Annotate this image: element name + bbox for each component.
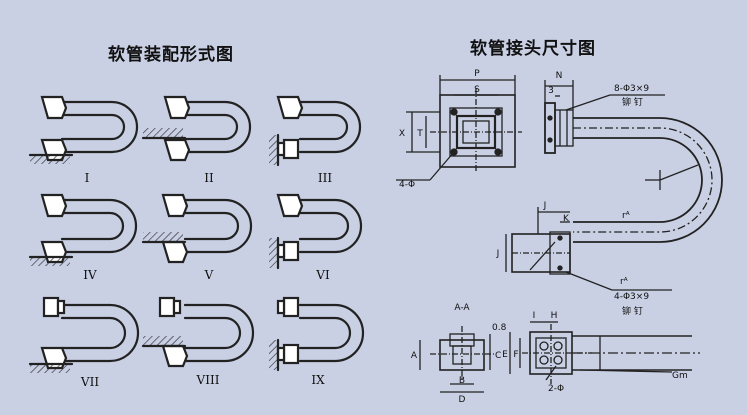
form-label-1: I (85, 171, 90, 185)
dim-e: E (502, 350, 508, 360)
form-label-8: VIII (196, 373, 220, 387)
hose-side-view (505, 80, 723, 291)
dim-s: S (474, 85, 480, 95)
assembly-form-6 (269, 193, 363, 270)
label-radius-1: rᴬ (622, 211, 630, 221)
dim-c: C (495, 351, 501, 361)
dim-holes4: 4-Φ (399, 180, 415, 190)
label-radius-2: rᴬ (620, 277, 628, 287)
flange-front-view (396, 75, 522, 181)
assembly-form-4 (28, 193, 138, 266)
form-label-5: V (204, 268, 214, 282)
dim-t: T (416, 129, 423, 139)
assembly-form-5 (141, 193, 253, 264)
assembly-form-8 (141, 296, 255, 368)
dim-p: P (474, 69, 480, 79)
dim-h: H (551, 311, 558, 321)
joint-dimensions-title: 软管接头尺寸图 (470, 39, 596, 59)
assembly-form-3 (269, 95, 362, 167)
form-label-7: VII (80, 375, 99, 389)
dim-j-top: J (543, 201, 547, 211)
dim-f: F (513, 350, 518, 360)
assembly-form-1 (28, 95, 139, 164)
label-bolt-bottom: 4-Φ3×9 (614, 292, 649, 302)
dim-0-8: 0.8 (492, 323, 507, 333)
form-label-9: IX (311, 373, 325, 387)
form-label-3: III (318, 171, 332, 185)
assembly-form-7 (28, 296, 140, 373)
label-rivet-top: 铆 钉 (622, 96, 643, 108)
assembly-form-9 (269, 296, 365, 372)
assembly-form-2 (141, 95, 252, 162)
dim-j-side: J (496, 249, 500, 259)
label-bolt-top: 8-Φ3×9 (614, 84, 649, 94)
dim-a: A (411, 351, 418, 361)
form-label-2: II (204, 171, 214, 185)
dim-x: X (399, 129, 405, 139)
dim-2phi: 2-Φ (548, 384, 564, 394)
dim-gm: Gm (672, 371, 688, 381)
dim-3: 3 (548, 86, 554, 96)
form-label-6: VI (315, 268, 330, 282)
assembly-forms-title: 软管装配形式图 (108, 45, 234, 65)
dim-d: D (459, 395, 466, 405)
dim-k: K (563, 214, 570, 224)
joint-detail-view (509, 321, 700, 384)
dim-n: N (556, 71, 563, 81)
label-rivet-bottom: 铆 钉 (622, 305, 643, 317)
section-a-a (419, 326, 494, 393)
label-section: A-A (454, 303, 470, 313)
dim-b: B (459, 376, 465, 386)
dim-i: I (533, 311, 536, 321)
form-label-4: IV (83, 268, 97, 282)
